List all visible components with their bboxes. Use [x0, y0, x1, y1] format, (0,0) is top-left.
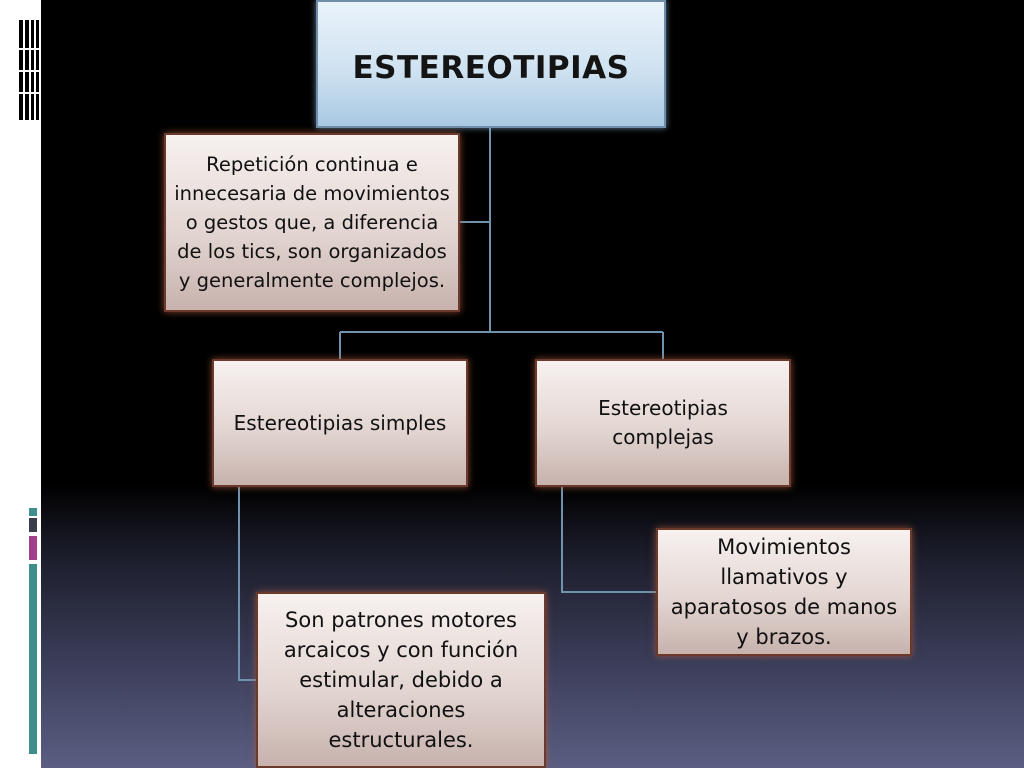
definition-node: Repetición continua e innecesaria de mov…	[164, 133, 460, 312]
branch-simple-node: Estereotipias simples	[212, 359, 468, 487]
diagram-title: ESTEREOTIPIAS	[316, 0, 666, 128]
connector-simple-desc	[238, 487, 256, 681]
complex-description-node: Movimientos llamativos y aparatosos de m…	[656, 528, 912, 656]
simple-description-node: Son patrones motores arcaicos y con func…	[256, 592, 546, 768]
branch-complex-node: Estereotipias complejas	[535, 359, 791, 487]
connector-complex-desc	[561, 487, 656, 593]
